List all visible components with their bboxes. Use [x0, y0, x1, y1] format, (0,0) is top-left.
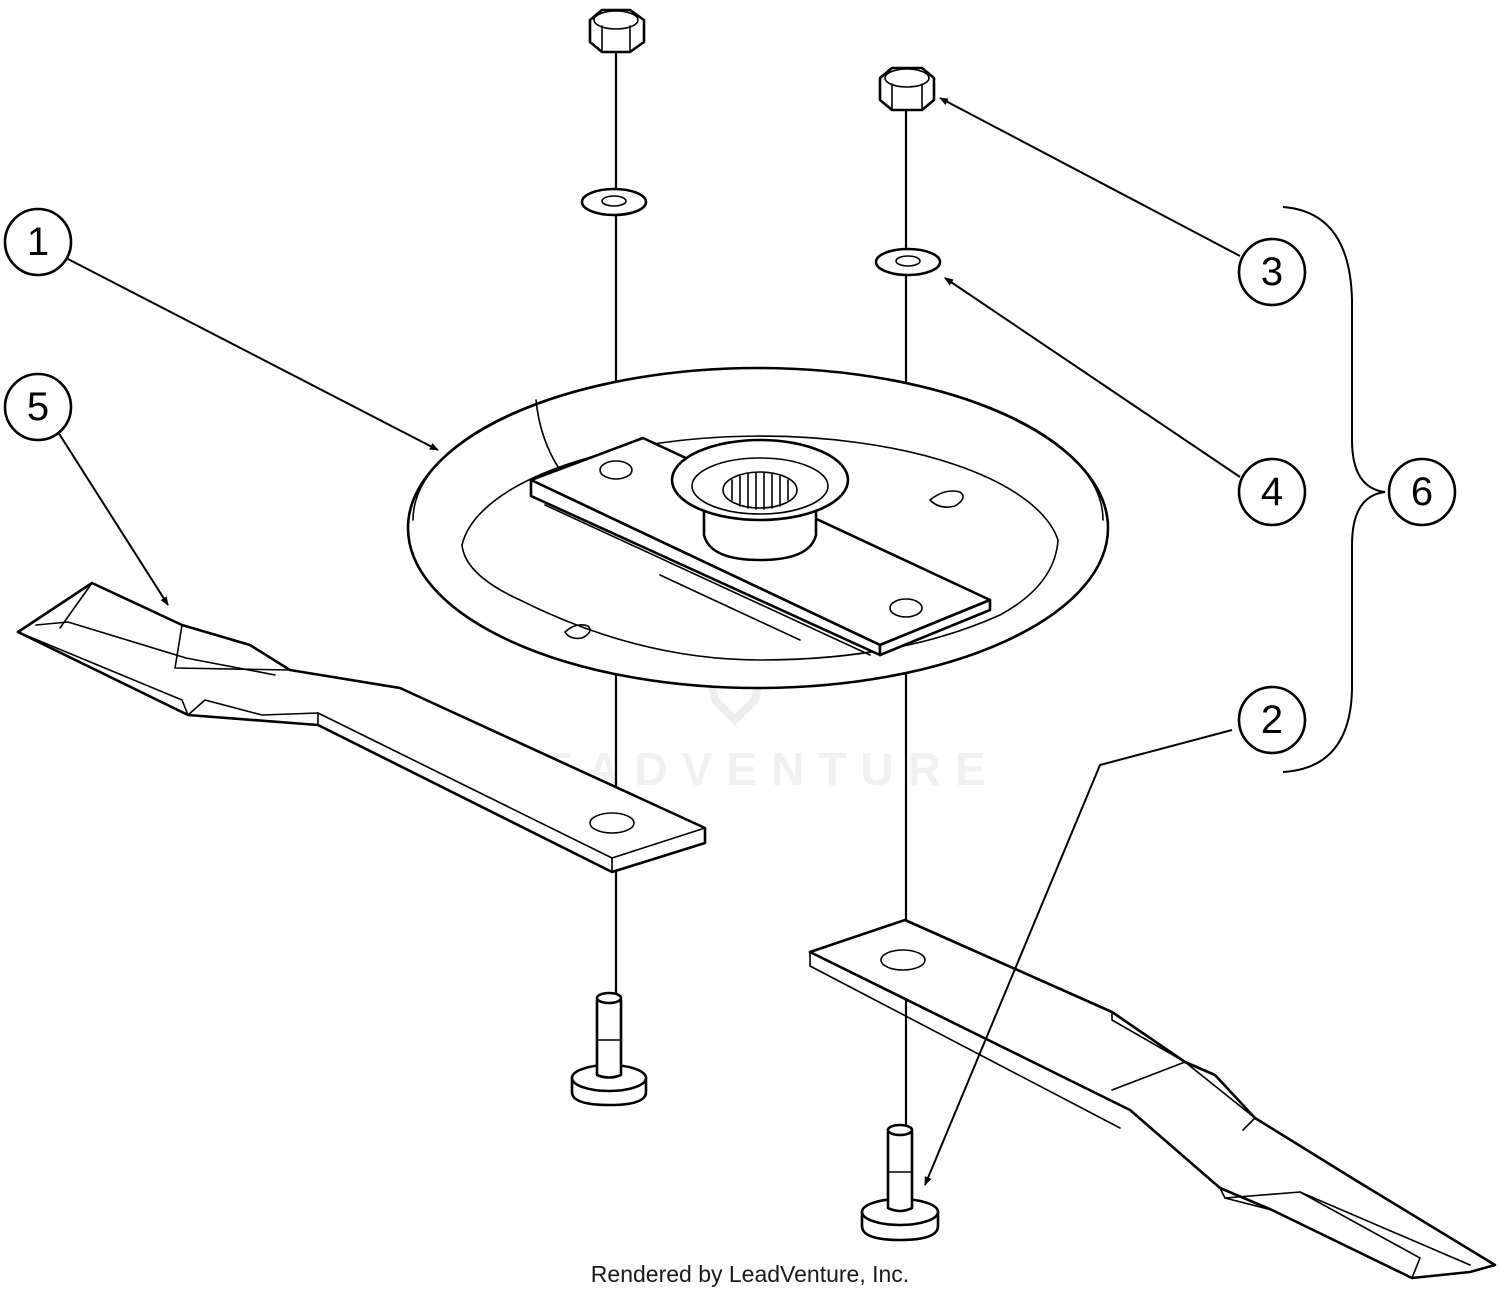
- rendered-by-credit: Rendered by LeadVenture, Inc.: [591, 1261, 909, 1287]
- callout-3: 3: [1237, 237, 1307, 307]
- callout-5-label: 5: [27, 385, 49, 429]
- hex-nut-left: [588, 8, 646, 54]
- callout-2: 2: [1237, 685, 1307, 755]
- callout-3-label: 3: [1261, 250, 1283, 294]
- washer-right: [874, 247, 942, 277]
- mower-blade-left: [16, 581, 707, 874]
- hex-nut-right: [878, 66, 936, 112]
- blade-bolt-right: [860, 1123, 940, 1242]
- blade-bolt-left: [570, 991, 648, 1107]
- callout-1: 1: [3, 207, 73, 277]
- callout-4-label: 4: [1261, 470, 1283, 514]
- callout-2-label: 2: [1261, 698, 1283, 742]
- leader-lines: [57, 97, 1241, 1186]
- kit-bracket: [1282, 206, 1386, 773]
- mower-blade-right: [808, 918, 1497, 1280]
- callout-1-label: 1: [27, 220, 49, 264]
- blade-adapter: [406, 366, 1110, 690]
- callout-5: 5: [3, 372, 73, 442]
- callout-4: 4: [1237, 457, 1307, 527]
- washer-left: [580, 187, 648, 217]
- callout-6: 6: [1387, 457, 1457, 527]
- callout-6-label: 6: [1411, 470, 1433, 514]
